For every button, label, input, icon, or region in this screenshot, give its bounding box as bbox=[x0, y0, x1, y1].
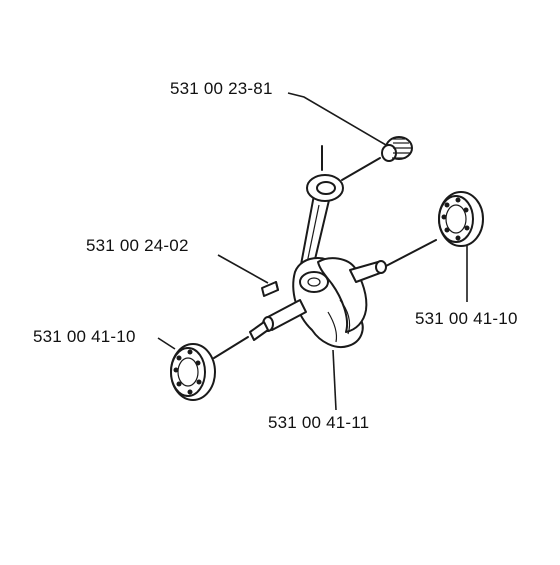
part-label-key: 531 00 24-02 bbox=[86, 236, 189, 255]
key-illustration bbox=[261, 281, 279, 297]
leader-needle-bearing bbox=[287, 92, 387, 146]
part-label-bearing-left: 531 00 41-10 bbox=[33, 327, 136, 346]
part-label-crankshaft: 531 00 41-11 bbox=[268, 413, 370, 432]
needle-bearing-illustration bbox=[381, 136, 413, 162]
ball-bearing-right-illustration bbox=[438, 191, 484, 247]
part-label-needle-bearing: 531 00 23-81 bbox=[170, 79, 273, 98]
part-label-bearing-right: 531 00 41-10 bbox=[415, 309, 518, 328]
leader-crankshaft bbox=[332, 349, 337, 411]
leader-bearing-left bbox=[157, 337, 176, 350]
crankshaft-illustration bbox=[213, 239, 437, 359]
crank-pin-illustration bbox=[321, 145, 381, 181]
leader-key bbox=[217, 254, 269, 284]
ball-bearing-left-illustration bbox=[170, 343, 216, 401]
leader-lines bbox=[157, 92, 468, 411]
connecting-rod-illustration bbox=[299, 174, 344, 273]
